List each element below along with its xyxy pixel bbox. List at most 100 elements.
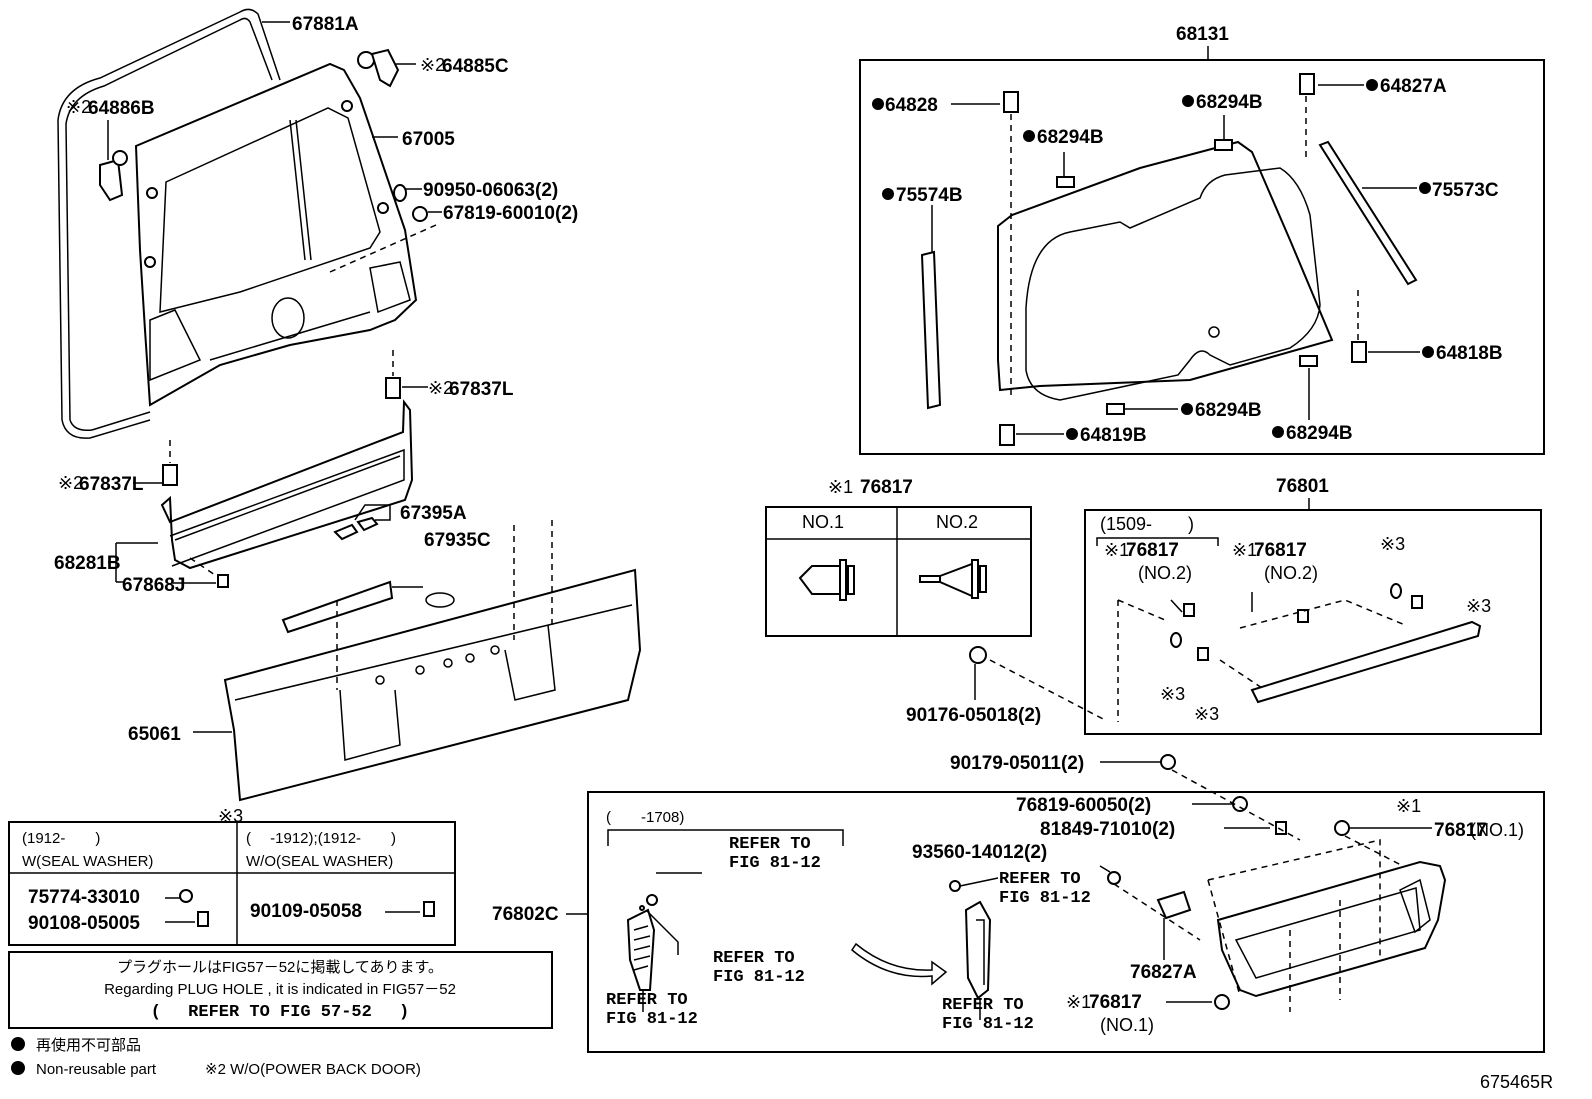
- garnish-clip-b-mark: ※1: [1232, 540, 1257, 560]
- trim-board-68281b[interactable]: [160, 399, 414, 570]
- note-refer[interactable]: ( REFER TO FIG 57-52 ): [151, 1003, 409, 1022]
- lamp-clip-top[interactable]: 76817: [1434, 820, 1487, 841]
- seal-washer-part-75774-33010[interactable]: 75774-33010: [28, 887, 140, 908]
- clip-67868j[interactable]: [217, 574, 229, 588]
- garnish-clip-a-icon: [1183, 603, 1195, 617]
- label-64828[interactable]: 64828: [885, 95, 938, 116]
- back-window-glass[interactable]: [997, 140, 1334, 401]
- refer-1a[interactable]: REFER TO: [729, 835, 811, 854]
- garnish-clip-a[interactable]: 76817: [1126, 540, 1179, 561]
- label-76827a[interactable]: 76827A: [1130, 962, 1197, 983]
- refer-3a[interactable]: REFER TO: [606, 991, 688, 1010]
- bracket-76827a[interactable]: [1156, 890, 1192, 920]
- refer-4b[interactable]: FIG 81-12: [999, 889, 1091, 908]
- figure-id: 675465R: [1480, 1072, 1553, 1092]
- hinge-right-64885c[interactable]: [357, 48, 400, 88]
- legend-dot-jp: [11, 1037, 25, 1051]
- stopper-64828[interactable]: [1003, 91, 1019, 113]
- stopper-64819b[interactable]: [999, 424, 1015, 446]
- label-75573c[interactable]: 75573C: [1432, 180, 1499, 201]
- garnish-washer-2: [1170, 632, 1182, 648]
- label-68294b-2[interactable]: 68294B: [1196, 92, 1263, 113]
- garnish-bar-76801[interactable]: [1250, 620, 1482, 704]
- spacer-68294b-3[interactable]: [1106, 403, 1125, 415]
- tape-67395a-2[interactable]: [356, 516, 379, 532]
- refer-5a[interactable]: REFER TO: [942, 996, 1024, 1015]
- refer-4a[interactable]: REFER TO: [999, 870, 1081, 889]
- lamp-clip-bottom[interactable]: 76817: [1089, 992, 1142, 1013]
- hinge-left-64886b[interactable]: [99, 150, 128, 202]
- stopper-64827a[interactable]: [1299, 73, 1315, 95]
- bracket-right-67837l[interactable]: [385, 377, 401, 399]
- label-90176-05018[interactable]: 90176-05018(2): [906, 705, 1041, 726]
- molding-75573c[interactable]: [1318, 140, 1418, 286]
- weatherstrip-67881a[interactable]: [57, 8, 281, 439]
- garnish-group-box: [1084, 509, 1542, 735]
- label-64818b[interactable]: 64818B: [1436, 343, 1503, 364]
- garnish-group-title[interactable]: 76801: [1276, 476, 1329, 497]
- spacer-68294b-4[interactable]: [1299, 355, 1318, 367]
- mark-64886b: ※2: [66, 97, 91, 117]
- spacer-68294b-1[interactable]: [1056, 176, 1075, 188]
- label-67837l-right[interactable]: 67837L: [449, 379, 514, 400]
- refer-3b[interactable]: FIG 81-12: [606, 1010, 698, 1029]
- nut-90176-05018[interactable]: [969, 646, 987, 664]
- back-door-panel-67005[interactable]: [134, 62, 418, 407]
- clip-76817-bottom[interactable]: [1214, 994, 1230, 1010]
- license-garnish-76802c[interactable]: [1216, 860, 1447, 998]
- glass-group-title[interactable]: 68131: [1176, 24, 1229, 45]
- garnish-67935c[interactable]: [281, 580, 394, 634]
- seal-washer-part-90109-05058[interactable]: 90109-05058: [250, 901, 362, 922]
- lower-panel-65061[interactable]: [223, 568, 642, 802]
- bracket-left-67837l[interactable]: [162, 464, 178, 486]
- note-en: Regarding PLUG HOLE , it is indicated in…: [104, 981, 456, 998]
- spacer-68294b-2[interactable]: [1214, 139, 1233, 151]
- lamp-date-range: ( -1708): [606, 809, 684, 826]
- bolt-81849-71010[interactable]: [1275, 821, 1287, 835]
- label-64886b[interactable]: 64886B: [88, 98, 155, 119]
- label-68281b[interactable]: 68281B: [54, 553, 121, 574]
- lamp-group-title[interactable]: 76802C: [492, 904, 559, 925]
- seal-washer-part-90108-05005[interactable]: 90108-05005: [28, 913, 140, 934]
- label-76819-60050[interactable]: 76819-60050(2): [1016, 795, 1151, 816]
- lamp-clip-top-no: (NO.1): [1470, 820, 1524, 840]
- lamp-old[interactable]: [626, 908, 656, 991]
- legend-jp: 再使用不可部品: [36, 1037, 141, 1054]
- label-68294b-4[interactable]: 68294B: [1286, 423, 1353, 444]
- label-90950-06063[interactable]: 90950-06063(2): [423, 180, 558, 201]
- label-67395a[interactable]: 67395A: [400, 503, 467, 524]
- label-67935c[interactable]: 67935C: [424, 530, 491, 551]
- label-81849-71010[interactable]: 81849-71010(2): [1040, 819, 1175, 840]
- label-67868j[interactable]: 67868J: [122, 575, 185, 596]
- label-93560-14012[interactable]: 93560-14012(2): [912, 842, 1047, 863]
- label-68294b-1[interactable]: 68294B: [1037, 127, 1104, 148]
- label-67837l-left[interactable]: 67837L: [79, 474, 144, 495]
- refer-2a[interactable]: REFER TO: [713, 949, 795, 968]
- clip-table-title[interactable]: 76817: [860, 477, 913, 498]
- clip-table: [765, 506, 1032, 637]
- label-64827a[interactable]: 64827A: [1380, 76, 1447, 97]
- refer-5b[interactable]: FIG 81-12: [942, 1015, 1034, 1034]
- label-64885c[interactable]: 64885C: [442, 56, 509, 77]
- molding-75574b[interactable]: [920, 250, 942, 410]
- lamp-new[interactable]: [964, 900, 992, 1000]
- garnish-clip-b[interactable]: 76817: [1254, 540, 1307, 561]
- label-68294b-3[interactable]: 68294B: [1195, 400, 1262, 421]
- cushion-67819-60010[interactable]: [412, 206, 428, 222]
- clip-table-col-no1: NO.1: [802, 512, 844, 532]
- label-67005[interactable]: 67005: [402, 129, 455, 150]
- screw-93560-14012[interactable]: [1107, 871, 1121, 885]
- label-64819b[interactable]: 64819B: [1080, 425, 1147, 446]
- label-90179-05011[interactable]: 90179-05011(2): [950, 753, 1084, 774]
- tape-67395a-1[interactable]: [333, 523, 359, 541]
- label-67819-60010[interactable]: 67819-60010(2): [443, 203, 578, 224]
- clip-76817-top[interactable]: [1334, 820, 1350, 836]
- label-67881a[interactable]: 67881A: [292, 14, 359, 35]
- refer-2b[interactable]: FIG 81-12: [713, 968, 805, 987]
- stopper-64818b[interactable]: [1351, 341, 1367, 363]
- label-75574b[interactable]: 75574B: [896, 185, 963, 206]
- nut-90179-05011[interactable]: [1160, 754, 1176, 770]
- refer-1b[interactable]: FIG 81-12: [729, 854, 821, 873]
- label-65061[interactable]: 65061: [128, 724, 181, 745]
- plug-90950-06063[interactable]: [393, 184, 407, 202]
